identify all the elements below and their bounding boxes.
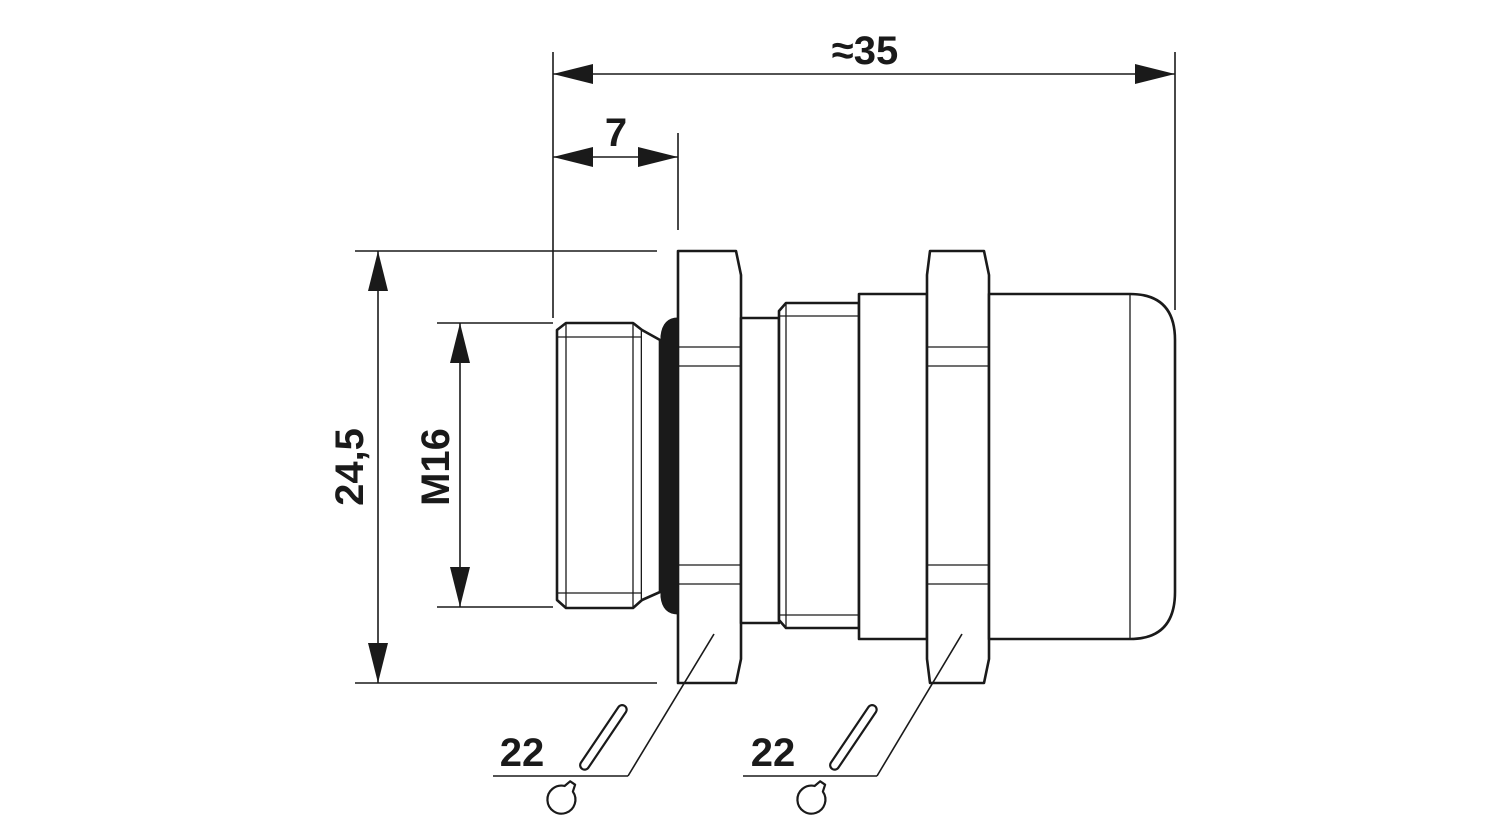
- wrench-icon: [546, 704, 628, 815]
- wrench-size-label-2: 22: [751, 731, 796, 775]
- dimension-label-height: 24,5: [328, 428, 372, 506]
- wrench-callout-2: 22: [743, 633, 963, 815]
- dimension-flange-height: 24,5: [328, 250, 657, 684]
- pressure-screw: [857, 292, 929, 641]
- hex-nut-1: [676, 249, 743, 685]
- thread-section: [555, 321, 662, 610]
- dimension-overall-length: ≈35: [552, 29, 1176, 318]
- dimension-thread-length: 7: [553, 111, 679, 230]
- dimension-label-thread-size: M16: [414, 428, 458, 506]
- dimension-thread-size: M16: [414, 322, 553, 608]
- o-ring: [660, 317, 679, 615]
- dimension-label-overall: ≈35: [832, 29, 898, 73]
- cable-gland-body: [555, 249, 1177, 685]
- dimension-label-thread-length: 7: [605, 111, 627, 155]
- wrench-size-label-1: 22: [500, 731, 545, 775]
- body-neck: [739, 301, 861, 630]
- dome-cap: [987, 292, 1177, 641]
- wrench-icon: [796, 704, 878, 815]
- wrench-callout-1: 22: [493, 633, 715, 815]
- hex-nut-2: [925, 249, 991, 685]
